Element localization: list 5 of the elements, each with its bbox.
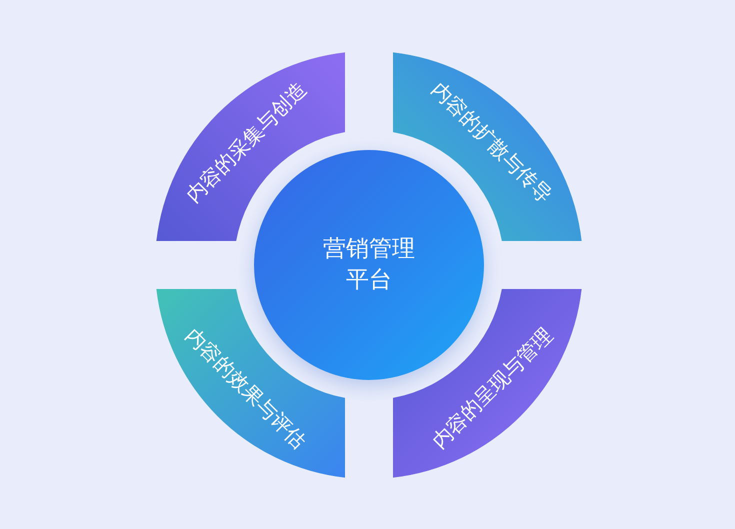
segment-label: 内容的采集与创造 [180,76,311,207]
hub-title: 营销管理平台 [322,234,416,295]
segment-label: 内容的扩散与传导 [427,76,558,207]
segment-label: 内容的效果与评估 [180,323,311,454]
segment-label: 内容的呈现与管理 [427,323,558,454]
